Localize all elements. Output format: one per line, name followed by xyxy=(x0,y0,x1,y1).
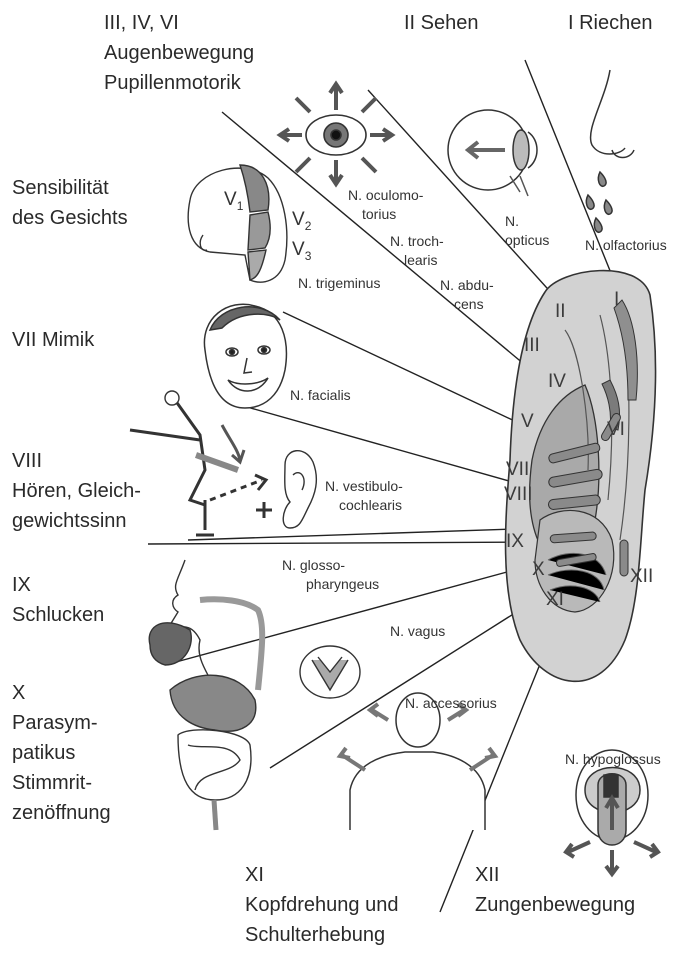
label-v1: V1 xyxy=(224,190,243,216)
larynx-icon xyxy=(300,646,360,698)
numeral-x: X xyxy=(532,560,545,580)
nerve-vagus: N. vagus xyxy=(390,622,445,641)
nerve-vestibulocochlearis: N. vestibulo- cochlearis xyxy=(325,477,403,515)
digestive-organs-icon xyxy=(170,675,256,830)
nerve-hypoglossus: N. hypoglossus xyxy=(565,750,661,769)
nerve-trigeminus: N. trigeminus xyxy=(298,274,380,293)
swallow-profile-icon xyxy=(149,560,262,690)
label-smell: I Riechen xyxy=(568,8,653,38)
nerve-trochlearis: N. troch- learis xyxy=(390,232,444,270)
label-hearing-balance: VIII Hören, Gleich- gewichtssinn xyxy=(12,446,141,536)
label-facial-expression: VII Mimik xyxy=(12,325,94,355)
label-head-shoulder: XI Kopfdrehung und Schulterhebung xyxy=(245,860,398,950)
numeral-iv: IV xyxy=(548,372,566,392)
nerve-accessorius: N. accessorius xyxy=(405,694,497,713)
nerve-glossopharyngeus: N. glosso- pharyngeus xyxy=(282,556,379,594)
nerve-abducens: N. abdu- cens xyxy=(440,276,494,314)
label-tongue-movement: XII Zungenbewegung xyxy=(475,860,635,920)
numeral-vii: VII xyxy=(506,460,529,480)
numeral-xi: XI xyxy=(546,590,564,610)
nerve-facialis: N. facialis xyxy=(290,386,351,405)
label-v3: V3 xyxy=(292,240,311,266)
numeral-ix: IX xyxy=(506,532,524,552)
nerve-olfactorius: N. olfactorius xyxy=(585,236,667,255)
numeral-i: I xyxy=(614,290,619,310)
shoulders-icon xyxy=(340,693,495,830)
nose-icon xyxy=(586,70,634,232)
label-vagus-functions: X Parasym- patikus Stimmrit- zenöffnung xyxy=(12,678,111,828)
line-glosso xyxy=(148,542,548,544)
face-sensitivity-icon xyxy=(188,165,287,282)
numeral-v: V xyxy=(521,412,534,432)
label-swallowing: IX Schlucken xyxy=(12,570,104,630)
label-vision: II Sehen xyxy=(404,8,479,38)
balance-ear-icon xyxy=(130,391,316,535)
eyeball-icon xyxy=(448,110,537,196)
numeral-viii: VIII xyxy=(504,485,533,505)
nerve-opticus: N. opticus xyxy=(505,212,549,250)
eye-movement-icon xyxy=(280,84,392,184)
label-v2: V2 xyxy=(292,210,311,236)
line-vestibulo xyxy=(188,528,545,540)
numeral-vi: VI xyxy=(607,420,625,440)
numeral-iii: III xyxy=(524,336,540,356)
label-eye-movement: III, IV, VI Augenbewegung Pupillenmotori… xyxy=(104,8,254,98)
label-face-sensitivity: Sensibilität des Gesichts xyxy=(12,173,128,233)
smiling-face-icon xyxy=(204,304,286,408)
numeral-ii: II xyxy=(555,302,566,322)
numeral-xii: XII xyxy=(630,567,653,587)
nerve-oculomotorius: N. oculomo- torius xyxy=(348,186,423,224)
